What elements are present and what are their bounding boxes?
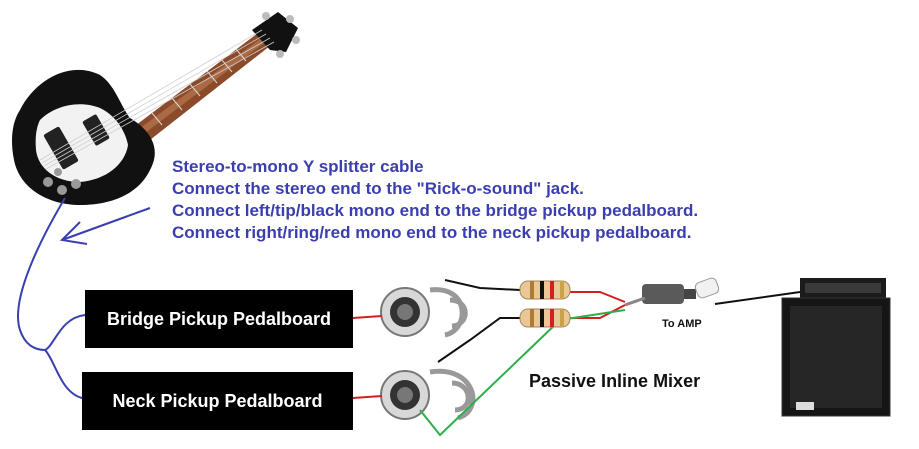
bass-guitar-icon — [12, 12, 300, 206]
passive-inline-mixer-label: Passive Inline Mixer — [529, 371, 701, 391]
instruction-line: Stereo-to-mono Y splitter cable — [172, 157, 424, 176]
instruction-line: Connect right/ring/red mono end to the n… — [172, 223, 692, 242]
splitter-cable — [17, 197, 86, 399]
plug-icon — [624, 277, 720, 307]
jack-icon — [380, 287, 468, 338]
jack-icon — [380, 368, 476, 421]
instruction-line: Connect left/tip/black mono end to the b… — [172, 201, 699, 220]
bridge-pickup-pedalboard-box: Bridge Pickup Pedalboard — [85, 290, 353, 348]
neck-pickup-pedalboard-box: Neck Pickup Pedalboard — [82, 372, 353, 430]
instructions: Stereo-to-mono Y splitter cable Connect … — [172, 156, 698, 244]
resistor-icon — [519, 280, 571, 300]
arrow-icon — [59, 207, 151, 245]
bridge-pickup-pedalboard-label: Bridge Pickup Pedalboard — [106, 308, 332, 329]
amp-icon — [781, 278, 891, 417]
instruction-line: Connect the stereo end to the "Rick-o-so… — [172, 179, 584, 198]
to-amp-label: To AMP — [662, 318, 702, 330]
resistor-icon — [519, 308, 571, 328]
wiring — [419, 279, 801, 437]
neck-pickup-pedalboard-label: Neck Pickup Pedalboard — [112, 390, 323, 411]
